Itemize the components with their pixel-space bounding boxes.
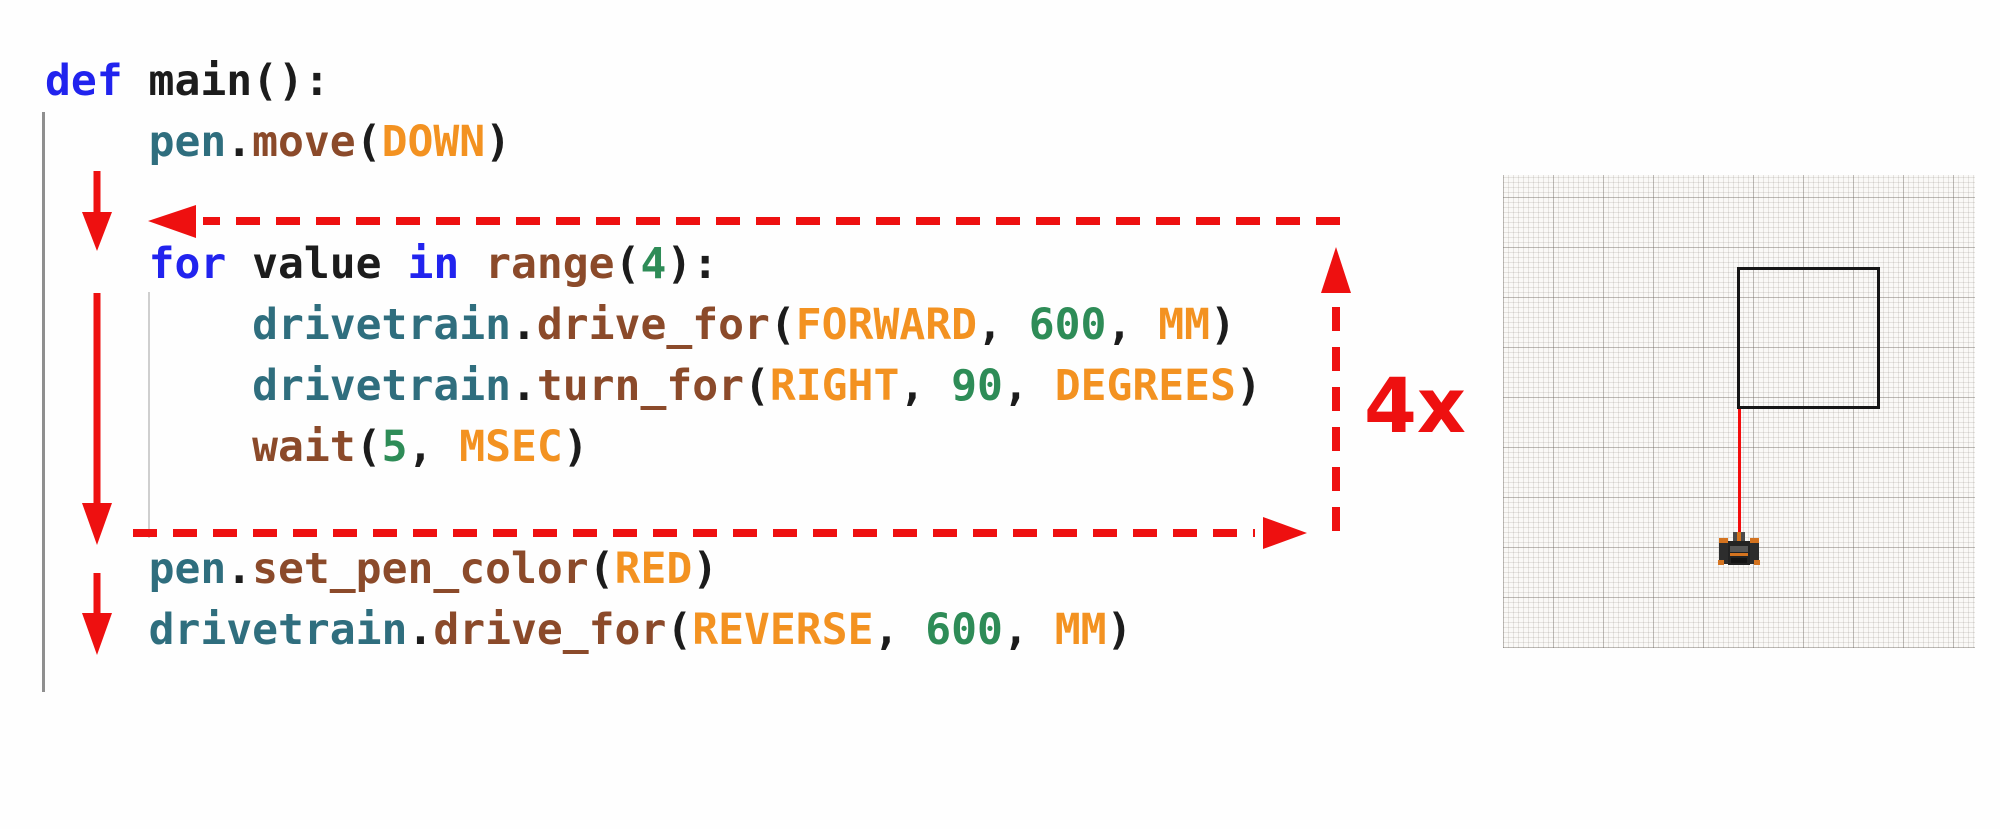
loop-count-label: 4x <box>1364 361 1466 450</box>
code-line[interactable] <box>45 173 1262 234</box>
code-token <box>45 422 252 472</box>
robot-sprite <box>1718 532 1760 565</box>
code-token: ) <box>1235 361 1262 411</box>
indent-guide-main <box>42 112 45 692</box>
code-token: . <box>511 361 537 411</box>
code-token <box>45 361 252 411</box>
code-token: move <box>252 117 356 167</box>
code-token: ) <box>692 544 719 594</box>
code-token: MSEC <box>459 422 563 472</box>
pen-red-trail <box>1738 409 1741 532</box>
code-token: REVERSE <box>692 605 874 655</box>
code-line[interactable]: drivetrain.drive_for(REVERSE, 600, MM) <box>45 600 1262 661</box>
code-line[interactable]: wait(5, MSEC) <box>45 417 1262 478</box>
code-token: ( <box>355 117 382 167</box>
code-token: , <box>407 422 460 472</box>
code-token: , <box>977 300 1029 350</box>
code-token: wait <box>252 422 356 472</box>
code-token: . <box>226 117 253 167</box>
code-token: . <box>511 300 537 350</box>
code-token: , <box>1002 605 1055 655</box>
code-token <box>45 239 149 289</box>
right-arrowhead-icon <box>1263 517 1307 549</box>
code-token: , <box>873 605 926 655</box>
code-token: ( <box>588 544 615 594</box>
code-token: ( <box>666 605 693 655</box>
code-line[interactable] <box>45 478 1262 539</box>
code-token: ( <box>744 361 770 411</box>
code-token: 600 <box>925 605 1003 655</box>
indent-guide-for-loop <box>148 292 150 538</box>
code-token: RIGHT <box>769 361 900 411</box>
code-token: for <box>148 239 227 289</box>
code-token: , <box>899 361 952 411</box>
code-token <box>45 300 252 350</box>
code-line[interactable]: drivetrain.turn_for(RIGHT, 90, DEGREES) <box>45 356 1262 417</box>
code-token: drivetrain <box>252 300 511 350</box>
code-token: drivetrain <box>148 605 408 655</box>
code-token <box>45 544 149 594</box>
code-token: 4 <box>640 239 667 289</box>
code-line[interactable]: pen.set_pen_color(RED) <box>45 539 1262 600</box>
code-token: DEGREES <box>1054 361 1236 411</box>
code-token: pen <box>148 544 227 594</box>
code-token: main(): <box>122 56 330 106</box>
code-token: range <box>485 239 615 289</box>
code-line[interactable]: drivetrain.drive_for(FORWARD, 600, MM) <box>45 295 1262 356</box>
code-token: . <box>407 605 434 655</box>
up-arrowhead-icon <box>1321 247 1351 293</box>
code-editor[interactable]: def main(): pen.move(DOWN) for value in … <box>45 51 1262 661</box>
code-token: RED <box>614 544 693 594</box>
code-token: value <box>226 239 408 289</box>
pen-square-path <box>1737 267 1880 409</box>
code-line[interactable]: pen.move(DOWN) <box>45 112 1262 173</box>
code-token: MM <box>1054 605 1107 655</box>
code-token: ) <box>1210 300 1236 350</box>
code-token <box>45 117 149 167</box>
code-token: , <box>1106 300 1159 350</box>
code-token: 600 <box>1028 300 1107 350</box>
code-line[interactable]: for value in range(4): <box>45 234 1262 295</box>
code-token: FORWARD <box>795 300 977 350</box>
code-token: ( <box>769 300 796 350</box>
code-token: 90 <box>951 361 1003 411</box>
code-token: DOWN <box>381 117 486 167</box>
code-token: set_pen_color <box>252 544 589 594</box>
code-token: drive_for <box>433 605 667 655</box>
code-token <box>45 605 149 655</box>
code-token: . <box>226 544 253 594</box>
simulation-canvas <box>1503 175 1975 648</box>
code-token: , <box>1002 361 1055 411</box>
code-token: ( <box>614 239 641 289</box>
code-token: drivetrain <box>252 361 511 411</box>
code-token: ( <box>355 422 382 472</box>
code-token: ) <box>1106 605 1133 655</box>
code-token: ) <box>562 422 589 472</box>
code-token: 5 <box>381 422 408 472</box>
code-token <box>459 239 485 289</box>
code-token: def <box>45 56 123 106</box>
code-token: MM <box>1158 300 1211 350</box>
code-token: ): <box>666 239 719 289</box>
code-line[interactable]: def main(): <box>45 51 1262 112</box>
code-token: turn_for <box>536 361 744 411</box>
code-token: pen <box>148 117 227 167</box>
code-token: ) <box>485 117 512 167</box>
code-token: in <box>407 239 460 289</box>
code-token: drive_for <box>536 300 770 350</box>
